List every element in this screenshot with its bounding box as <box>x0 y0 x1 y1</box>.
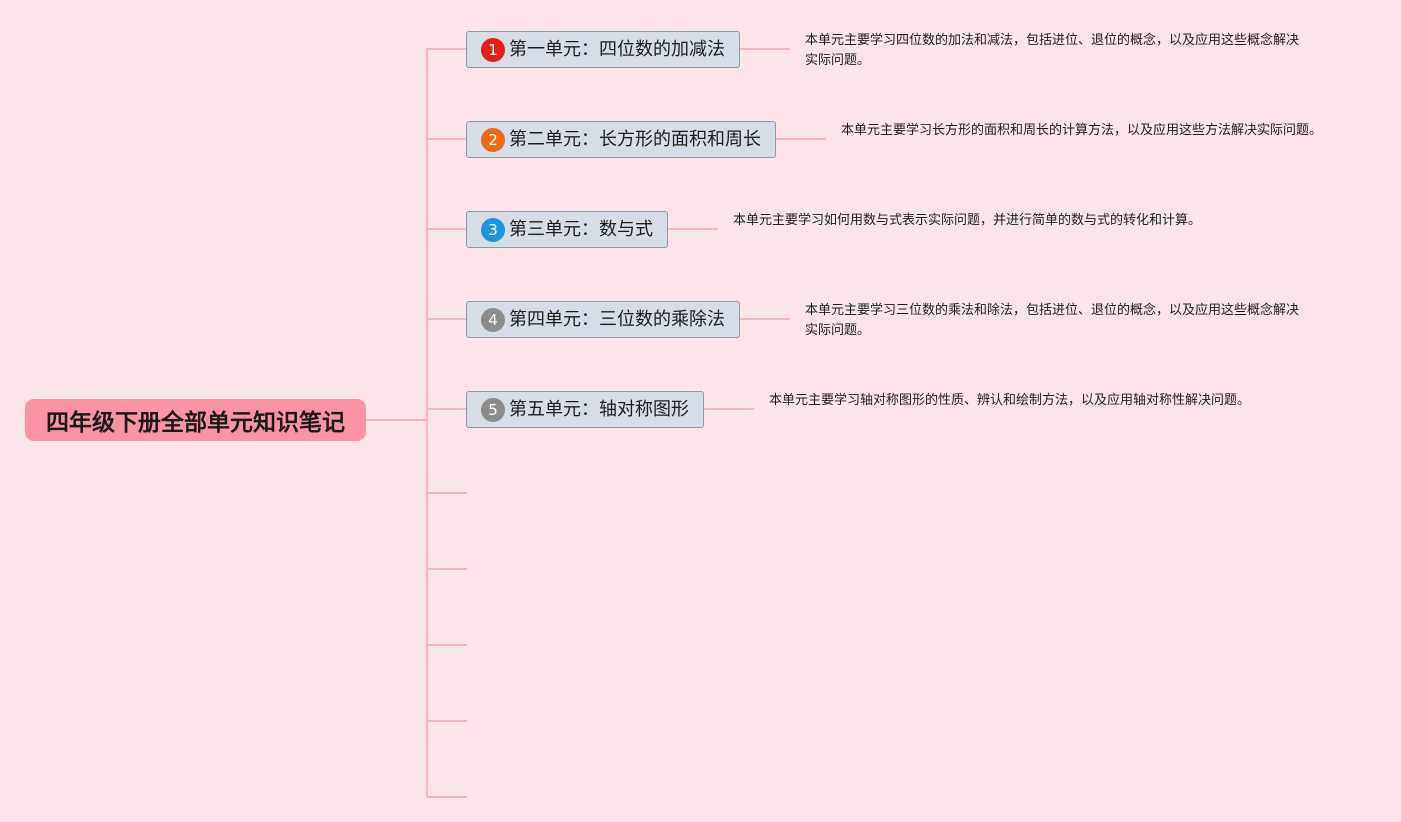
unit-note-2[interactable]: 本单元主要学习长方形的面积和周长的计算方法，以及应用这些方法解决实际问题。 <box>841 123 1323 138</box>
central-topic[interactable]: 四年级下册全部单元知识笔记 <box>25 399 366 441</box>
priority-1-icon: 1 <box>481 37 505 62</box>
unit-topic-label: 第四单元：三位数的乘除法 <box>509 308 725 330</box>
unit-topic-label: 第五单元：轴对称图形 <box>509 398 689 420</box>
priority-5-icon: 5 <box>481 397 505 422</box>
unit-topic-1[interactable]: 1 第一单元：四位数的加减法 <box>466 31 740 68</box>
priority-3-icon: 3 <box>481 217 505 242</box>
unit-topic-4[interactable]: 4 第四单元：三位数的乘除法 <box>466 301 740 338</box>
unit-note-3[interactable]: 本单元主要学习如何用数与式表示实际问题，并进行简单的数与式的转化和计算。 <box>733 213 1202 228</box>
priority-2-icon: 2 <box>481 127 505 152</box>
unit-note-4[interactable]: 本单元主要学习三位数的乘法和除法，包括进位、退位的概念，以及应用这些概念解决实际… <box>805 303 1300 338</box>
unit-topic-2[interactable]: 2 第二单元：长方形的面积和周长 <box>466 121 776 158</box>
priority-4-icon: 4 <box>481 307 505 332</box>
unit-topic-label: 第三单元：数与式 <box>509 218 653 240</box>
unit-topic-label: 第一单元：四位数的加减法 <box>509 38 725 60</box>
unit-topic-3[interactable]: 3 第三单元：数与式 <box>466 211 668 248</box>
unit-topic-label: 第二单元：长方形的面积和周长 <box>509 128 761 150</box>
unit-topic-5[interactable]: 5 第五单元：轴对称图形 <box>466 391 704 428</box>
unit-note-1[interactable]: 本单元主要学习四位数的加法和减法，包括进位、退位的概念，以及应用这些概念解决实际… <box>805 33 1300 68</box>
central-topic-label: 四年级下册全部单元知识笔记 <box>46 410 345 436</box>
unit-note-5[interactable]: 本单元主要学习轴对称图形的性质、辨认和绘制方法，以及应用轴对称性解决问题。 <box>769 393 1251 408</box>
